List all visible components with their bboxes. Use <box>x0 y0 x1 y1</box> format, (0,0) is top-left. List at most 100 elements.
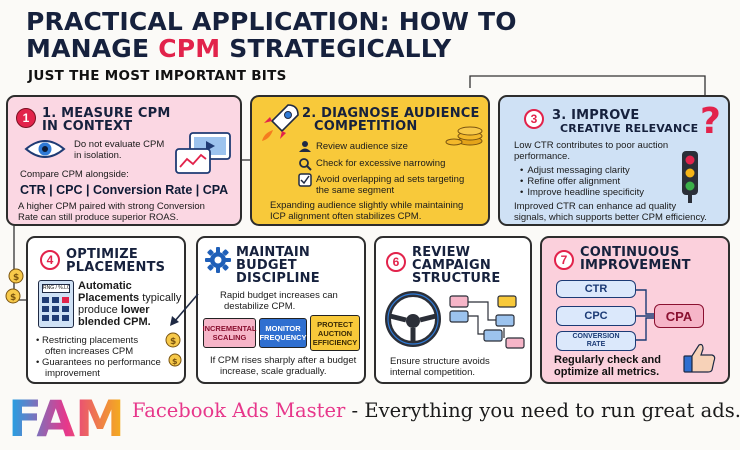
pill-2-line-1: MONITOR <box>265 324 301 333</box>
card-4-item-2-cont: improvement <box>45 368 100 379</box>
svg-text:$: $ <box>10 293 16 303</box>
card-3-item-3: Improve headline specificity <box>520 187 644 198</box>
card-4-text-blended-cpm: blended CPM. <box>78 316 151 328</box>
card-4-text-placements: Placements <box>78 292 140 304</box>
card-2-heading-line-1: 2. DIAGNOSE AUDIENCE <box>302 106 480 121</box>
card-5-intro-line-1: Rapid budget increases can <box>220 290 338 301</box>
card-4-main-text: Automatic Placements typically produce l… <box>78 280 181 328</box>
card-7-heading: CONTINUOUS IMPROVEMENT <box>580 246 691 272</box>
card-1-note: Do not evaluate CPM in isolation. <box>74 139 164 161</box>
card-budget-discipline: MAINTAIN BUDGET DISCIPLINE Rapid budget … <box>196 236 366 384</box>
card-6-footer-line-1: Ensure structure avoids <box>390 356 490 367</box>
card-5-footer: If CPM rises sharply after a budget incr… <box>210 355 356 377</box>
card-1-footer-line-2: Rate can still produce superior ROAS. <box>18 212 179 223</box>
step-number-1: 1 <box>16 108 36 128</box>
brand-tagline: Facebook Ads Master - Everything you nee… <box>132 399 740 422</box>
card-2-footer-line-1: Expanding audience slightly while mainta… <box>270 200 464 211</box>
svg-text:?: ? <box>700 101 721 137</box>
title-text-strategically: STRATEGICALLY <box>220 34 452 63</box>
card-1-compare: Compare CPM alongside: <box>20 169 129 180</box>
pill-3-line-2: AUCTION <box>317 328 353 338</box>
card-7-footer: Regularly check and optimize all metrics… <box>554 354 661 378</box>
card-4-heading-line-2: PLACEMENTS <box>66 260 166 275</box>
pill-1-line-2: SCALING <box>212 333 247 342</box>
steering-wheel-icon <box>385 291 441 347</box>
dollar-coins-right-icon: $ $ <box>165 332 182 367</box>
box-conversion-line-2: RATE <box>586 341 606 348</box>
flowchart-icon <box>449 295 525 349</box>
card-3-intro-line-1: Low CTR contributes to poor auction <box>514 140 669 151</box>
calculator-keypad <box>42 297 69 321</box>
card-3-intro-line-2: performance. <box>514 151 570 162</box>
card-5-heading: MAINTAIN BUDGET DISCIPLINE <box>236 246 320 285</box>
card-6-heading: REVIEW CAMPAIGN STRUCTURE <box>412 246 500 285</box>
card-5-intro-line-2: destabilize CPM. <box>224 301 296 312</box>
card-4-heading-line-1: OPTIMIZE <box>66 247 138 262</box>
card-2-item-2: Check for excessive narrowing <box>316 158 446 169</box>
dollar-coins-icon: $ $ <box>5 268 24 304</box>
card-4-text-typically: typically <box>139 292 182 304</box>
card-improve-creative: 3 3. IMPROVE CREATIVE RELEVANCE ? Low CT… <box>498 95 730 226</box>
card-1-heading: 1. MEASURE CPM IN CONTEXT <box>42 107 171 133</box>
audience-people-icon <box>299 141 311 152</box>
brand-name: Facebook Ads Master <box>132 399 346 422</box>
card-4-text-automatic: Automatic <box>78 280 132 292</box>
fam-logo: FAM <box>8 390 125 446</box>
card-5-footer-line-1: If CPM rises sharply after a budget <box>210 355 357 366</box>
title-accent-cpm: CPM <box>158 34 221 63</box>
box-conversion-line-1: CONVERSION <box>572 333 620 340</box>
page-subtitle: JUST THE MOST IMPORTANT BITS <box>28 68 287 84</box>
card-3-footer-line-2: signals, which supports better CPM effic… <box>514 212 707 223</box>
card-6-footer-line-2: internal competition. <box>390 367 476 378</box>
svg-text:$: $ <box>172 357 178 366</box>
card-4-item-1: Restricting placements <box>41 335 139 346</box>
question-mark-icon: ? <box>700 101 721 137</box>
card-3-item-1: Adjust messaging clarity <box>520 165 644 176</box>
card-3-list: Adjust messaging clarity Refine offer al… <box>520 165 644 198</box>
card-4-item-2: Guarantees no performance <box>41 357 161 368</box>
card-6-footer: Ensure structure avoids internal competi… <box>390 356 490 378</box>
card-5-heading-line-2: BUDGET <box>236 258 297 273</box>
card-2-item-1: Review audience size <box>316 141 408 152</box>
card-7-heading-line-2: IMPROVEMENT <box>580 258 691 273</box>
thumbs-up-icon <box>683 343 716 373</box>
title-line-1: PRACTICAL APPLICATION: HOW TO <box>26 7 517 36</box>
card-7-footer-line-2: optimize all metrics. <box>554 366 660 378</box>
title-line-2: MANAGE CPM STRATEGICALLY <box>26 35 517 62</box>
card-6-heading-line-2: CAMPAIGN <box>412 258 491 273</box>
card-3-heading-line-1: 3. IMPROVE <box>552 108 640 123</box>
card-1-metrics: CTR | CPC | Conversion Rate | CPA <box>20 183 229 197</box>
dashboard-screens-icon <box>175 132 231 174</box>
card-3-heading: 3. IMPROVE CREATIVE RELEVANCE <box>552 109 698 135</box>
step-number-6: 6 <box>386 252 406 272</box>
card-3-intro: Low CTR contributes to poor auction perf… <box>514 140 668 162</box>
card-continuous-improvement: 7 CONTINUOUS IMPROVEMENT CTR CPC CONVERS… <box>540 236 730 384</box>
card-2-footer-line-2: ICP alignment often stabilizes CPM. <box>270 211 422 222</box>
card-4-text-produce: produce <box>78 304 121 316</box>
fam-logo-text: FAM <box>8 390 125 446</box>
card-6-heading-line-1: REVIEW <box>412 245 471 260</box>
card-optimize-placements: 4 OPTIMIZE PLACEMENTS RNG / %.LONG Autom… <box>26 236 186 384</box>
card-3-heading-line-2: CREATIVE RELEVANCE <box>560 122 699 135</box>
card-3-footer: Improved CTR can enhance ad quality sign… <box>514 201 707 223</box>
metrics-connector-lines <box>636 289 654 341</box>
pill-3-line-1: PROTECT <box>317 319 353 329</box>
coins-stack-icon <box>445 126 483 146</box>
card-2-heading-line-2: COMPETITION <box>314 119 418 134</box>
card-6-heading-line-3: STRUCTURE <box>412 271 501 286</box>
calculator-icon: RNG / %.LONG <box>38 280 74 328</box>
card-3-item-2: Refine offer alignment <box>520 176 644 187</box>
card-7-footer-line-1: Regularly check and <box>554 354 661 366</box>
metric-box-cpc: CPC <box>556 306 636 326</box>
card-2-heading: 2. DIAGNOSE AUDIENCE COMPETITION <box>302 107 480 133</box>
card-5-heading-line-1: MAINTAIN <box>236 245 310 260</box>
card-5-footer-line-2: increase, scale gradually. <box>220 366 327 377</box>
brand-slogan: - Everything you need to run great ads. <box>345 399 740 422</box>
traffic-light-icon <box>682 151 698 203</box>
card-1-heading-line-2: IN CONTEXT <box>42 119 133 134</box>
card-1-footer-line-1: A higher CPM paired with strong Conversi… <box>18 201 205 212</box>
card-4-heading: OPTIMIZE PLACEMENTS <box>66 248 165 274</box>
